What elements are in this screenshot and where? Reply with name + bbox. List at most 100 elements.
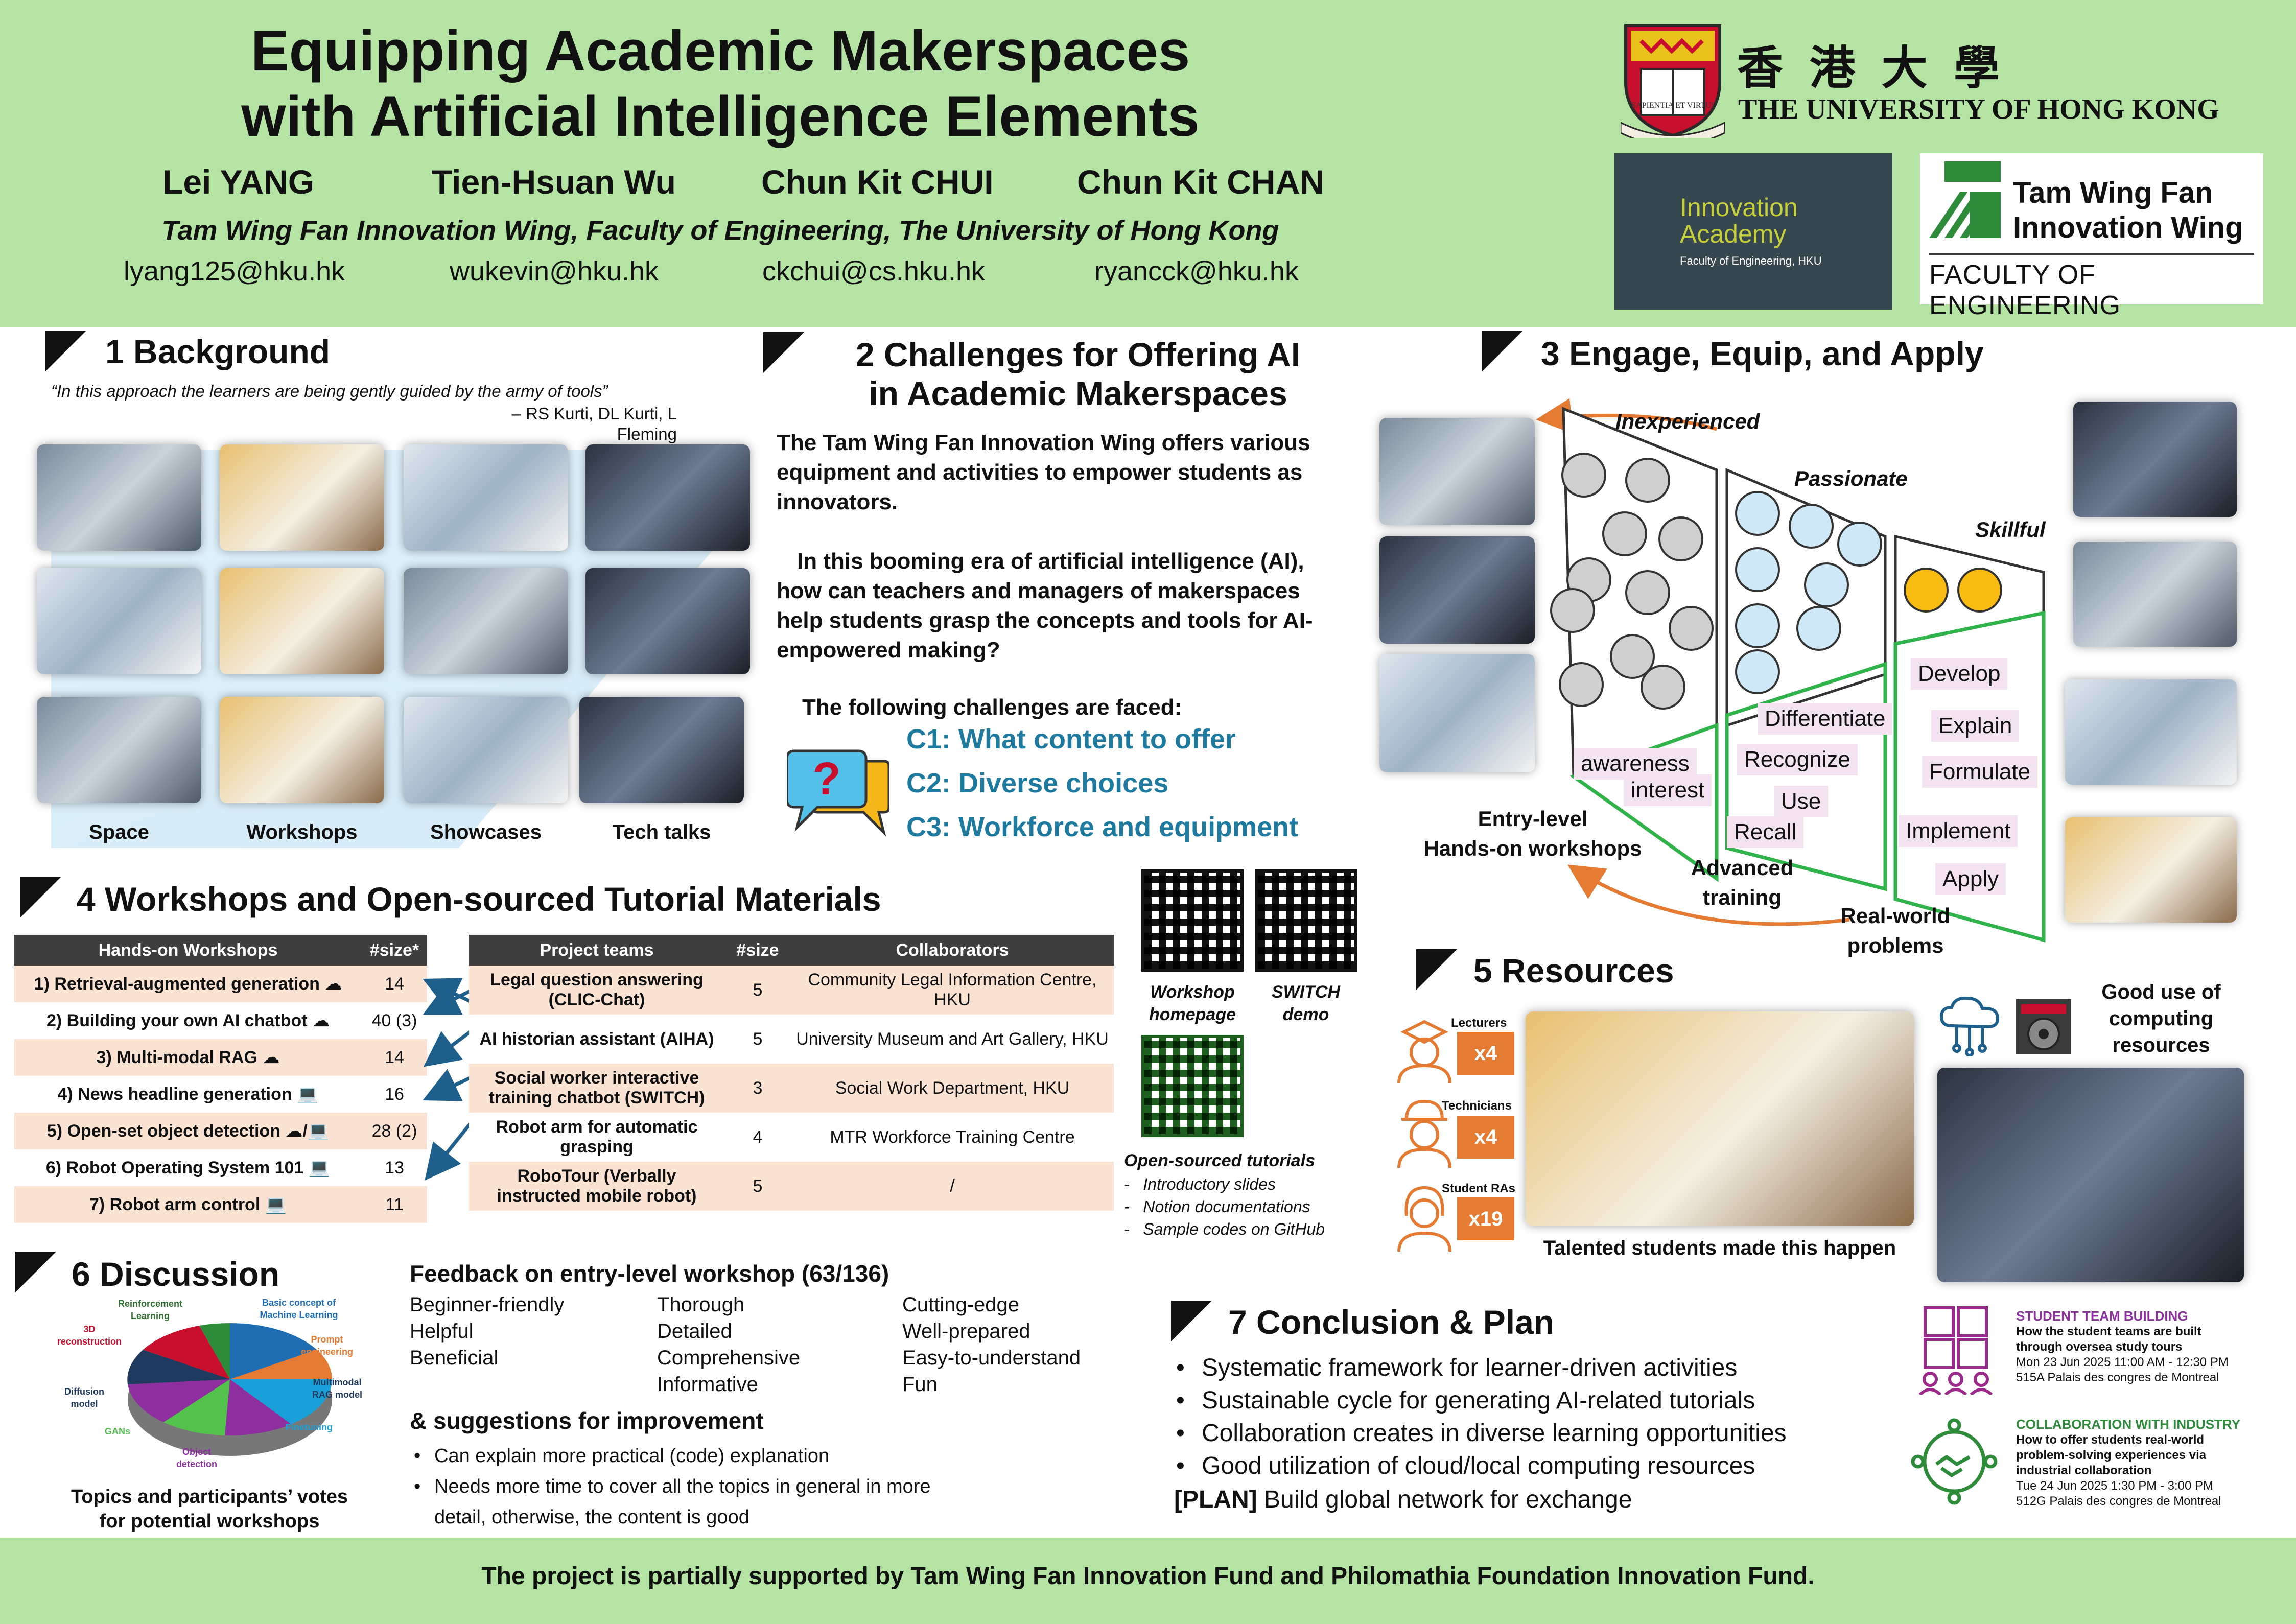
bloom-formulate: Formulate <box>1922 756 2038 788</box>
conclusion-item: Systematic framework for learner-driven … <box>1171 1352 1886 1384</box>
adv-line-1: Advanced <box>1691 856 1794 880</box>
real-line-1: Real-world <box>1840 904 1951 928</box>
section-4-title: 4 Workshops and Open-sourced Tutorial Ma… <box>77 880 881 918</box>
twf-line-2: Innovation Wing <box>2013 211 2243 244</box>
technicians-label: Technicians <box>1442 1099 1512 1113</box>
section-7-title: 7 Conclusion & Plan <box>1228 1303 1555 1341</box>
plan-line: [PLAN] Build global network for exchange <box>1174 1484 1632 1516</box>
pt-team: Robot arm for automatic grasping <box>469 1113 724 1162</box>
bloom-develop: Develop <box>1911 658 2008 690</box>
pt-header-size: #size <box>724 935 791 966</box>
photo-apply-4 <box>2065 817 2237 923</box>
hku-chinese-name: 香 港 大 學 <box>1737 41 2005 95</box>
table-row: 4) News headline generation 💻16 <box>14 1076 427 1113</box>
section-5-flag <box>1416 949 1457 990</box>
conclusion-item: Collaboration creates in diverse learnin… <box>1171 1417 1886 1450</box>
section-4-flag <box>20 877 61 917</box>
industry-collaboration-icon <box>1911 1418 1998 1505</box>
crest-motto: SAPIENTIA ET VIRTUS <box>1631 101 1716 110</box>
table-row: 1) Retrieval-augmented generation ☁14 <box>14 966 427 1002</box>
challenges-p3: The following challenges are faced: <box>802 695 1182 720</box>
conclusion-item: Good utilization of cloud/local computin… <box>1171 1450 1886 1482</box>
feedback-word: Easy-to-understand <box>902 1347 1081 1369</box>
adv-line-2: training <box>1703 885 1782 909</box>
funding-acknowledgement: The project is partially supported by Ta… <box>481 1563 1815 1590</box>
plan-tag: [PLAN] <box>1174 1486 1257 1513</box>
workshop-team-arrows <box>419 971 480 1226</box>
photo-workshop-2 <box>220 568 384 674</box>
table-row: Social worker interactive training chatb… <box>469 1064 1114 1113</box>
section-2-flag <box>763 332 804 373</box>
caption-techtalks: Tech talks <box>612 821 711 843</box>
pie-label-object-detection: Object detection <box>176 1447 217 1469</box>
conclusion-item: Sustainable cycle for generating AI-rela… <box>1171 1384 1886 1417</box>
qr2-line-2: demo <box>1282 1005 1329 1024</box>
ws-header-size: #size* <box>362 935 427 966</box>
pt-size: 5 <box>724 1015 791 1064</box>
bloom-use: Use <box>1774 786 1829 817</box>
bloom-recognize: Recognize <box>1737 744 1858 775</box>
qr-workshop-homepage[interactable] <box>1141 869 1244 972</box>
twf-line-1: Tam Wing Fan <box>2013 176 2213 209</box>
pt-team: Legal question answering (CLIC-Chat) <box>469 966 724 1015</box>
pt-size: 5 <box>724 966 791 1015</box>
caption-workshops: Workshops <box>246 821 358 843</box>
pie-slice-basic-ml <box>230 1323 317 1379</box>
workshops-table: Hands-on Workshops#size* 1) Retrieval-au… <box>14 935 427 1223</box>
photo-engage-1 <box>1379 418 1535 525</box>
bloom-apply: Apply <box>1935 863 2006 895</box>
ws-name: 3) Multi-modal RAG ☁ <box>14 1039 362 1076</box>
header-band <box>0 0 2296 327</box>
challenge-c1: C1: What content to offer <box>906 724 1236 755</box>
feedback-col-2: Thorough Detailed Comprehensive Informat… <box>657 1291 800 1398</box>
qr1-line-2: homepage <box>1149 1005 1236 1024</box>
title-line-1: Equipping Academic Makerspaces <box>250 19 1190 83</box>
qr-open-sourced-tutorials[interactable] <box>1141 1035 1244 1137</box>
technician-icon <box>1394 1096 1455 1168</box>
ws-name: 4) News headline generation 💻 <box>14 1076 362 1113</box>
event-2-place: 512G Palais des congres de Montreal <box>2016 1494 2221 1508</box>
qr1-caption: Workshop homepage <box>1126 981 1259 1026</box>
pt-size: 4 <box>724 1113 791 1162</box>
pt-collab: MTR Workforce Training Centre <box>791 1113 1114 1162</box>
pie-label-gans: GANs <box>104 1426 130 1437</box>
ws-name: 6) Robot Operating System 101 💻 <box>14 1149 362 1186</box>
pie-slice-prompt <box>230 1350 332 1379</box>
section-3-flag <box>1482 331 1522 372</box>
pie-caption-line-1: Topics and participants’ votes <box>71 1486 348 1508</box>
qr2-caption: SWITCH demo <box>1239 981 1372 1026</box>
email-3: ckchui@cs.hku.hk <box>762 256 985 287</box>
pt-size: 5 <box>724 1162 791 1211</box>
innovation-academy-logo: Innovation Academy Faculty of Engineerin… <box>1614 153 1892 310</box>
pt-collab: Community Legal Information Centre, HKU <box>791 966 1114 1015</box>
ost-item: - Notion documentations <box>1124 1197 1310 1216</box>
section-2-title-line-2: in Academic Makerspaces <box>869 374 1287 412</box>
computing-line-1: Good use of <box>2101 981 2221 1003</box>
event-1-title: How the student teams are built through … <box>2016 1325 2201 1354</box>
email-4: ryancck@hku.hk <box>1094 256 1299 287</box>
label-entry-level: Entry-level Hands-on workshops <box>1400 804 1666 863</box>
bloom-recall: Recall <box>1727 816 1804 848</box>
feedback-title: Feedback on entry-level workshop (63/136… <box>410 1260 889 1287</box>
cloud-computing-icon <box>1936 995 2008 1057</box>
twf-divider <box>1929 253 2254 255</box>
pie-slice-multimodal-rag <box>230 1379 332 1424</box>
challenge-c2: C2: Diverse choices <box>906 768 1169 798</box>
title-line-2: with Artificial Intelligence Elements <box>241 84 1200 148</box>
ws-size: 16 <box>362 1076 427 1113</box>
pt-header-team: Project teams <box>469 935 724 966</box>
challenge-c3: C3: Workforce and equipment <box>906 812 1299 842</box>
ost-item-text: Notion documentations <box>1143 1197 1310 1216</box>
feedback-word: Comprehensive <box>657 1347 801 1369</box>
qr-switch-demo[interactable] <box>1255 869 1357 972</box>
photo-showcase-1 <box>404 444 568 551</box>
gpu-server-icon <box>2013 996 2074 1057</box>
pie-label-3d: 3D reconstruction <box>57 1324 122 1347</box>
section-1-flag <box>45 331 86 372</box>
ws-size: 11 <box>362 1186 427 1223</box>
bloom-explain: Explain <box>1931 710 2020 742</box>
tam-wing-fan-logo: Tam Wing Fan Innovation Wing FACULTY OF … <box>1920 153 2263 320</box>
pie-caption: Topics and participants’ votes for poten… <box>31 1485 388 1534</box>
pie-slice-object-detection <box>128 1379 230 1422</box>
